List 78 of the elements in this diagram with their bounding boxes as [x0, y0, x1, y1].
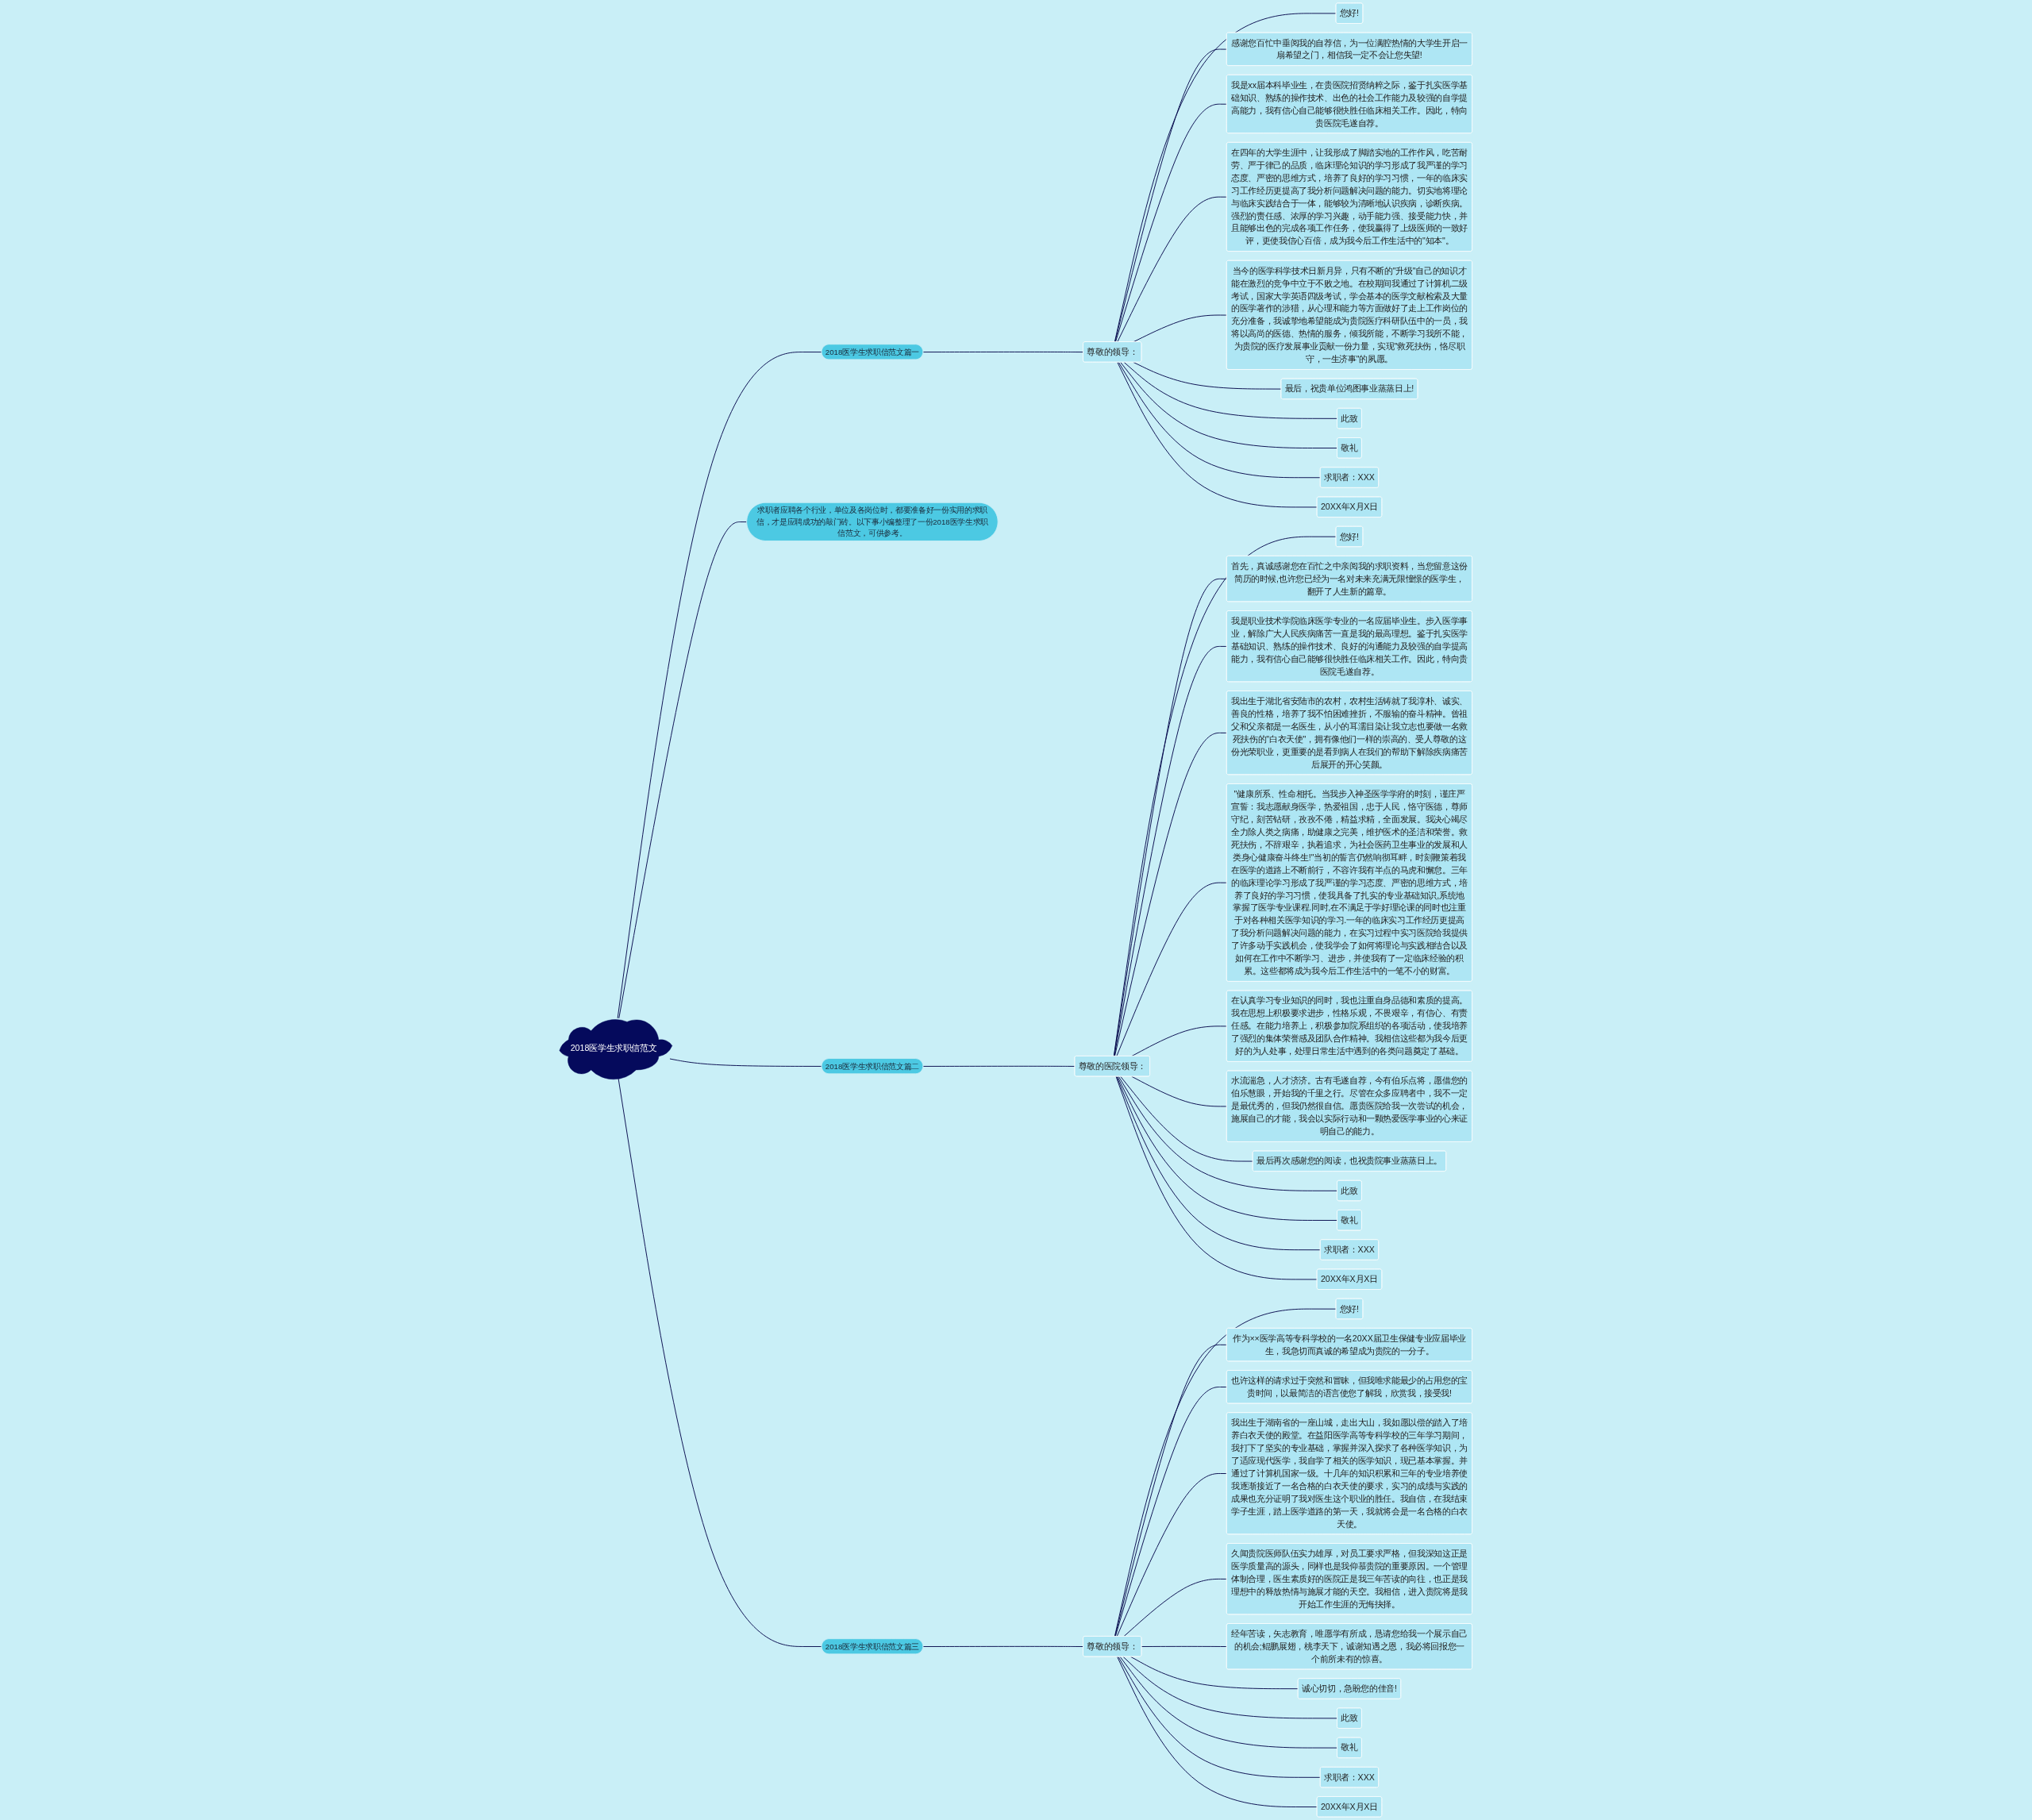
connector-line — [1114, 13, 1337, 343]
connector-line — [922, 351, 1084, 353]
topic-bubble: 求职者：XXX — [1320, 1239, 1380, 1260]
topic-bubble: 20XX年X月X日 — [1317, 496, 1383, 518]
topic-bubble: 我出生于湖南省的一座山城，走出大山，我如愿以偿的踏入了培养白衣天使的殿堂。在益阳医学高等专科学校的三年学习期间，我打下了坚实的专业基础，掌握并深入探求了各种医学知识，为了适应现代医学，我自学了相关的医学知识，现已基本掌握。并通过了计算机国家一级。十几年的知识积累和三年的专业培养使我逐渐接近了一名合格的白衣天使的要求，实习的成绩与实践的成果也充分证明了我对医生这个职业的胜任。我自信，在我结束学子生涯，踏上医学道路的第一天，我就将会是一名合格的白衣天使。 — [1226, 1412, 1473, 1535]
connector-line — [669, 1058, 822, 1067]
topic-bubble: "健康所系、性命相托。当我步入神圣医学学府的时刻，谨庄严宣誓：我志愿献身医学，热爱祖国，忠于人民，恪守医德，尊师守纪，刻苦钻研，孜孜不倦，精益求精，全面发展。我决心竭尽全力除人类之病痛，助健康之完美，维护医术的圣洁和荣誉。救死扶伤，不辞艰辛，执着追求，为社会医药卫生事业的发展和人类身心健康奋斗终生!"当初的誓言仍然响彻耳畔，时刻鞭策着我在医学的道路上不断前行，不容许我有半点的马虎和懈怠。三年的临床理论学习形成了我严谨的学习态度、严密的思维方式，培养了良好的学习习惯，使我具备了扎实的专业基础知识,系统地掌握了医学专业课程.同时,在不满足于学好理论课的同时也注重于对各种相关医学知识的学习.一年的临床实习工作经历更提高了我分析问题解决问题的能力，在实习过程中实习医院给我提供了许多动手实践机会，使我学会了如何将理论与实践相结合以及如何在工作中不断学习、进步，并使我有了一定临床经验的积累。这些都将成为我今后工作生活中的一笔不小的财富。 — [1226, 783, 1473, 982]
topic-bubble: 求职者应聘各个行业，单位及各岗位时，都要准备好一份实用的求职信，才是应聘成功的敲门砖。以下事小编整理了一份2018医学生求职信范文，可供参考。 — [746, 502, 999, 541]
topic-bubble: 求职者：XXX — [1320, 467, 1380, 488]
connector-line — [922, 1065, 1076, 1067]
topic-bubble: 最后，祝贵单位鸿图事业蒸蒸日上! — [1280, 378, 1418, 399]
connector-line — [1131, 1075, 1228, 1107]
topic-bubble: 尊敬的领导： — [1083, 341, 1142, 363]
connector-line — [922, 1645, 1084, 1647]
topic-bubble: 2018医学生求职信范文篇三 — [822, 1638, 924, 1655]
topic-bubble: 尊敬的领导： — [1083, 1636, 1142, 1657]
connector-line — [1117, 1656, 1318, 1808]
connector-line — [1118, 1656, 1322, 1778]
topic-bubble: 当今的医学科学技术日新月异，只有不断的"升级"自己的知识才能在激烈的竞争中立于不败之地。在校期间我通过了计算机二级考试，国家大学英语四级考试，学会基本的医学文献检索及大量的医学著作的涉猎，从心理和能力等方面做好了走上工作岗位的充分准备，我诚挚地希望能成为贵院医疗科研队伍中的一员，我将以高尚的医德、热情的服务，倾我所能，不断学习我所不能，为贵院的医疗发展事业贡献一份力量，实现"救死扶伤，恪尽职守，一生济事"的夙愿。 — [1226, 260, 1473, 370]
topic-bubble: 您好! — [1336, 525, 1364, 547]
topic-bubble: 在认真学习专业知识的同时，我也注重自身品德和素质的提高。我在思想上积极要求进步，性格乐观，不畏艰辛，有信心、有责任感。在能力培养上，积极参加院系组织的各项活动，使我培养了强烈的集体荣誉感及团队合作精神。我相信这些都为我今后更好的为人处事，处理日常生活中遇到的各类问题奠定了基础。 — [1226, 990, 1473, 1062]
topic-bubble: 20XX年X月X日 — [1317, 1796, 1383, 1818]
connector-line — [1133, 361, 1282, 390]
topic-bubble: 诚心切切，急盼您的佳音! — [1298, 1678, 1402, 1699]
connector-line — [1123, 361, 1338, 419]
connector-line — [1114, 1344, 1228, 1637]
connector-line — [618, 521, 748, 1019]
topic-bubble: 敬礼 — [1337, 437, 1362, 459]
topic-bubble: 您好! — [1336, 2, 1364, 24]
topic-bubble: 在四年的大学生涯中，让我形成了脚踏实地的工作作风，吃苦耐劳、严于律己的品质，临床理论知识的学习形成了我严谨的学习态度、严密的思维方式，培养了良好的学习习惯，一年的临床实习工作经历更提高了我分析问题解决问题的能力。切实地将理论与临床实践结合于一体，能够较为清晰地认识疾病，诊断疾病。强烈的责任感、浓厚的学习兴趣，动手能力强、接受能力快，并且能够出色的完成各项工作任务，使我赢得了上级医师的一致好评，更使我信心百倍，成为我今后工作生活中的"知本"。 — [1226, 142, 1473, 252]
connector-line — [1116, 1473, 1228, 1637]
connector-line — [1131, 1025, 1228, 1057]
connector-line — [1118, 1075, 1338, 1191]
topic-bubble: 经年苦读，矢志教育，唯愿学有所成，恳请您给我一个展示自己的机会;鲲鹏展翅，桃李天下，诚谢知遇之恩，我必将回报您一个前所未有的惊喜。 — [1226, 1623, 1473, 1670]
connector-line — [1133, 314, 1228, 343]
topic-bubble: 最后再次感谢您的阅读，也祝贵院事业蒸蒸日上。 — [1253, 1150, 1447, 1172]
connector-line — [1115, 103, 1228, 343]
topic-bubble: 我是xx届本科毕业生，在贵医院招贤纳粹之际，鉴于扎实医学基础知识、熟练的操作技术、出色的社会工作能力及较强的自学提高能力，我有信心自己能够很快胜任临床相关工作。因此，特向贵医院毛遂自荐。 — [1226, 75, 1473, 133]
connector-line — [1117, 361, 1318, 508]
connector-line — [1115, 1075, 1318, 1280]
connector-line — [1117, 1075, 1338, 1221]
connector-line — [1123, 1578, 1228, 1637]
topic-bubble: 作为××医学高等专科学校的一名20XX届卫生保健专业应届毕业生，我急切而真诚的希望成为贵院的一分子。 — [1226, 1328, 1473, 1362]
topic-bubble: 我是职业技术学院临床医学专业的一名应届毕业生。步入医学事业，解除广大人民疾病痛苦一直是我的最高理想。鉴于扎实医学基础知识、熟练的操作技术、良好的沟通能力及较强的自学提高能力，我有信心自己能够很快胜任临床相关工作。因此，特向贵医院毛遂自荐。 — [1226, 610, 1473, 683]
topic-bubble: 水流湍急，人才济济。古有毛遂自荐，今有伯乐点将，愿借您的伯乐慧眼，开始我的千里之行。尽管在众多应聘者中，我不一定是最优秀的，但我仍然很自信。愿贵医院给我一次尝试的机会，施展自己的才能，我会以实际行动和一颗热爱医学事业的心来证明自己的能力。 — [1226, 1070, 1473, 1142]
topic-bubble: 久闻贵院医师队伍实力雄厚，对员工要求严格，但我深知这正是医学质量高的源头，同样也是我仰慕贵院的重要原因。一个管理体制合理，医生素质好的医院正是我三年苦读的向往，也正是我理想中的释放热情与施展才能的天空。我相信，进入贵院将是我开始工作生涯的无悔抉择。 — [1226, 1543, 1473, 1615]
topic-bubble: 我出生于湖北省安陆市的农村，农村生活铸就了我淳朴、诚实、善良的性格，培养了我不怕困难挫折，不服输的奋斗精神。曾祖父和父亲都是一名医生，从小的耳濡目染让我立志也要做一名救死扶伤的"白衣天使"，拥有像他们一样的崇高的、受人尊敬的这份光荣职业，更重要的是看到病人在我们的帮助下解除疾病痛苦后展开的开心笑颜。 — [1226, 691, 1473, 775]
connector-line — [1118, 361, 1322, 479]
connector-line — [1116, 882, 1228, 1057]
topic-bubble: 2018医学生求职信范文篇一 — [822, 344, 924, 360]
topic-bubble: 敬礼 — [1337, 1737, 1362, 1758]
topic-bubble: 敬礼 — [1337, 1210, 1362, 1231]
topic-bubble: 感谢您百忙中垂阅我的自荐信，为一位满腔热情的大学生开启一扇希望之门，相信我一定不会让您失望! — [1226, 32, 1473, 66]
connector-line — [1117, 196, 1228, 343]
cloud-node: 2018医学生求职信范文 — [559, 1019, 673, 1079]
topic-bubble: 此致 — [1337, 1707, 1362, 1729]
topic-bubble: 尊敬的医院领导： — [1074, 1056, 1151, 1077]
topic-bubble: 也许这样的请求过于突然和冒昧，但我唯求能最少的占用您的宝贵时间，以最简洁的语言使您了解我，欣赏我，接受我! — [1226, 1370, 1473, 1404]
topic-bubble: 首先，真诚感谢您在百忙之中亲阅我的求职资料，当您留意这份简历的时候,也许您已经为一名对未来充满无限憧憬的医学生，翻开了人生新的篇章。 — [1226, 556, 1473, 602]
connector-line — [1114, 48, 1228, 343]
topic-bubble: 求职者：XXX — [1320, 1767, 1380, 1788]
topic-bubble: 此致 — [1337, 408, 1362, 429]
connector-line — [1122, 1656, 1338, 1719]
connector-line — [617, 352, 822, 1019]
connector-line — [1120, 1075, 1254, 1162]
topic-bubble: 20XX年X月X日 — [1317, 1268, 1383, 1290]
connector-line — [1130, 1656, 1299, 1690]
connector-line — [1116, 1075, 1322, 1251]
connector-line — [1119, 1656, 1338, 1749]
connector-line — [1120, 361, 1338, 449]
connector-line — [1115, 1387, 1228, 1637]
topic-bubble: 您好! — [1336, 1298, 1364, 1319]
topic-bubble: 此致 — [1337, 1180, 1362, 1202]
connector-line — [1141, 1645, 1228, 1647]
connector-line — [618, 1077, 822, 1647]
topic-bubble: 2018医学生求职信范文篇二 — [822, 1058, 924, 1075]
connector-line — [1114, 1308, 1337, 1637]
connector-line — [1114, 732, 1228, 1057]
